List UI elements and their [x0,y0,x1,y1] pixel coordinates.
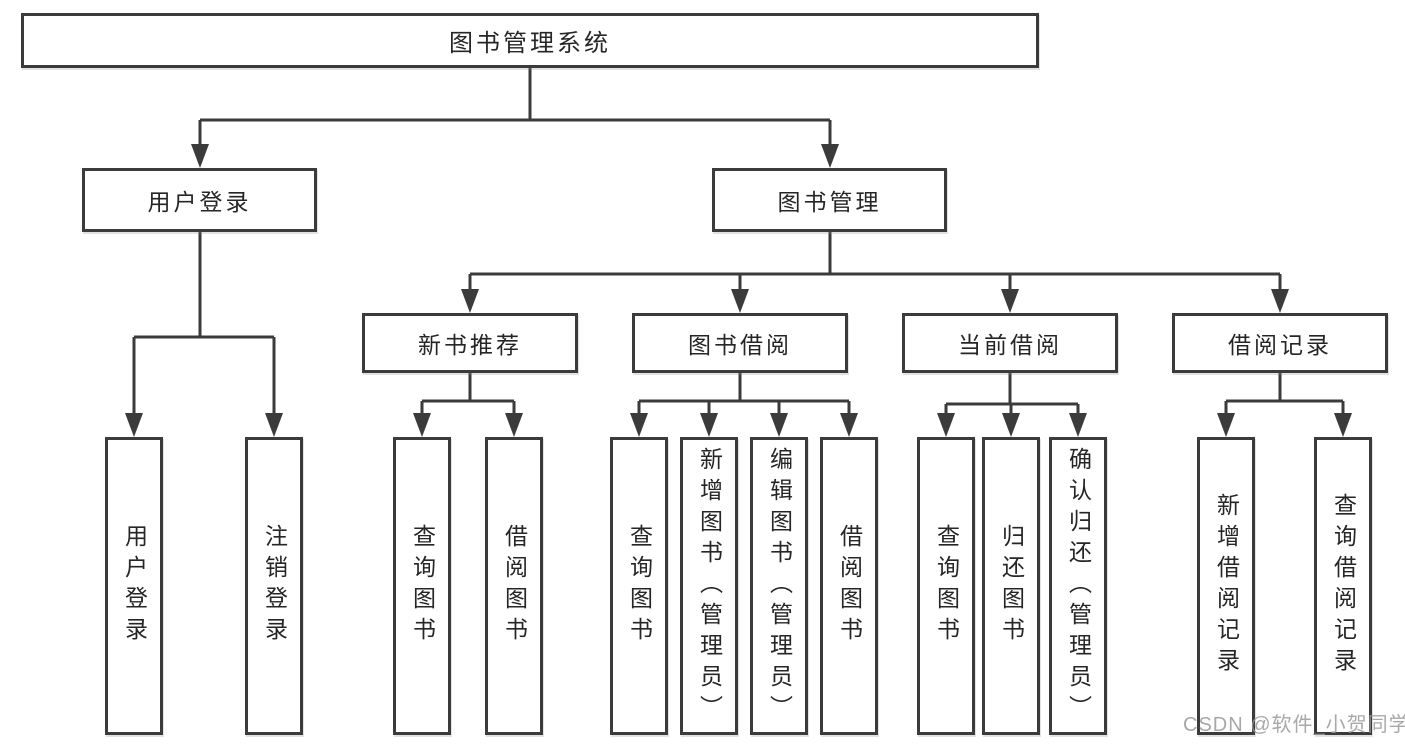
leaf-query-books-borrow-label: 查询图书 [626,524,653,648]
leaf-query-books-recommend-label: 查询图书 [409,524,436,648]
connector-book-borrow-to-children [630,373,858,437]
leaf-logout: 注销登录 [245,437,303,735]
leaf-query-borrow-record: 查询借阅记录 [1314,437,1372,735]
node-borrow-records: 借阅记录 [1172,313,1388,373]
leaf-add-borrow-record: 新增借阅记录 [1197,437,1255,735]
leaf-query-books-recommend: 查询图书 [393,437,451,735]
leaf-query-borrow-record-label: 查询借阅记录 [1330,493,1357,679]
leaf-add-book-admin-label: 新增图书（管理员） [696,446,723,726]
leaf-confirm-return-admin-label: 确认归还（管理员） [1065,446,1092,726]
leaf-add-book-admin: 新增图书（管理员） [680,437,738,735]
leaf-edit-book-admin: 编辑图书（管理员） [750,437,808,735]
node-new-book-recommend-label: 新书推荐 [418,332,522,358]
node-book-management-label: 图书管理 [777,189,882,215]
connector-current-borrow-to-children [937,373,1087,437]
leaf-borrow-books: 借阅图书 [820,437,878,735]
leaf-query-books-current: 查询图书 [917,437,975,735]
connector-root-to-level2 [191,68,839,168]
leaf-query-books-current-label: 查询图书 [933,524,960,648]
leaf-return-books-label: 归还图书 [998,524,1025,648]
node-root: 图书管理系统 [21,13,1039,68]
leaf-borrow-books-recommend: 借阅图书 [485,437,543,735]
csdn-watermark: CSDN @软件_小贺同学 [1183,714,1405,736]
node-book-borrow: 图书借阅 [632,313,848,373]
leaf-logout-label: 注销登录 [261,524,288,648]
leaf-user-login-label: 用户登录 [121,524,148,648]
connector-borrow-records-to-children [1217,373,1352,437]
connector-book-management-to-level3 [461,232,1289,313]
leaf-borrow-books-label: 借阅图书 [836,524,863,648]
connector-new-book-to-children [413,373,523,437]
node-borrow-records-label: 借阅记录 [1228,332,1332,358]
leaf-confirm-return-admin: 确认归还（管理员） [1049,437,1107,735]
node-current-borrow: 当前借阅 [902,313,1118,373]
node-user-login: 用户登录 [82,168,317,232]
node-book-management: 图书管理 [712,168,947,232]
leaf-add-borrow-record-label: 新增借阅记录 [1213,493,1240,679]
leaf-return-books: 归还图书 [982,437,1040,735]
leaf-query-books-borrow: 查询图书 [610,437,668,735]
connector-user-login-to-children [125,232,283,437]
leaf-edit-book-admin-label: 编辑图书（管理员） [766,446,793,726]
leaf-user-login: 用户登录 [105,437,163,735]
node-new-book-recommend: 新书推荐 [362,313,578,373]
node-book-borrow-label: 图书借阅 [688,332,792,358]
node-root-label: 图书管理系统 [449,30,611,57]
leaf-borrow-books-recommend-label: 借阅图书 [501,524,528,648]
node-current-borrow-label: 当前借阅 [958,332,1062,358]
node-user-login-label: 用户登录 [147,189,252,215]
